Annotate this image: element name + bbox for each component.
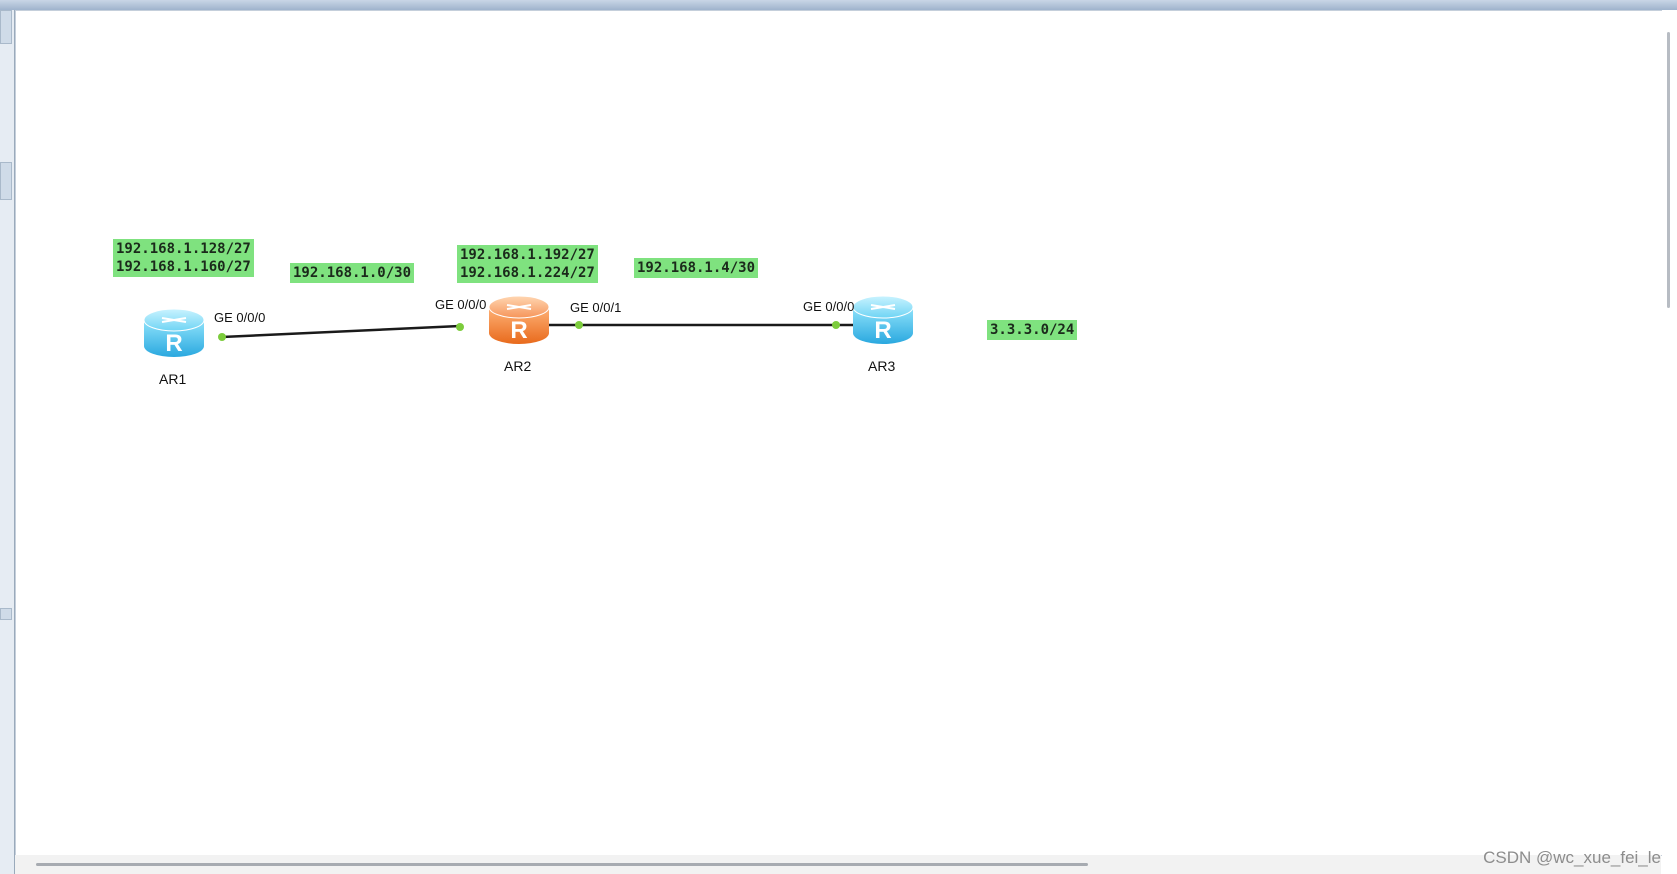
network-label-ar1-lan[interactable]: 192.168.1.128/27 192.168.1.160/27	[113, 239, 254, 277]
network-text: 192.168.1.0/30	[293, 265, 412, 281]
router-ar2[interactable]	[487, 293, 551, 349]
port-label-ar1-ge000: GE 0/0/0	[214, 310, 266, 325]
network-label-ar3-lan[interactable]: 3.3.3.0/24	[987, 320, 1078, 340]
router-ar1[interactable]	[142, 306, 206, 362]
network-label-ar2-ar3-link[interactable]: 192.168.1.4/30	[634, 258, 759, 278]
port-dot-ar2-ge000	[456, 323, 464, 331]
horizontal-scroll-thumb[interactable]	[36, 863, 1088, 866]
port-dot-ar1-ge000	[218, 333, 226, 341]
router-ar3[interactable]	[851, 293, 915, 349]
network-label-ar2-lan[interactable]: 192.168.1.192/27 192.168.1.224/27	[457, 245, 598, 283]
device-name-ar3: AR3	[868, 358, 896, 374]
vertical-scrollbar[interactable]	[1662, 10, 1677, 874]
device-name-ar1: AR1	[159, 371, 187, 387]
topology-canvas[interactable]	[15, 10, 1663, 856]
network-text: 3.3.3.0/24	[990, 322, 1075, 338]
watermark: CSDN @wc_xue_fei_le	[1483, 848, 1661, 867]
vertical-scroll-thumb[interactable]	[1667, 32, 1670, 308]
port-dot-ar3-ge000	[832, 321, 840, 329]
window-top-bar	[0, 0, 1677, 10]
port-dot-ar2-ge001	[575, 321, 583, 329]
network-text: 192.168.1.224/27	[460, 265, 595, 281]
network-text: 192.168.1.192/27	[460, 247, 595, 263]
device-name-ar2: AR2	[504, 358, 532, 374]
left-panel-edge	[0, 10, 15, 874]
router-icon: R	[488, 295, 550, 344]
network-label-ar1-ar2-link[interactable]: 192.168.1.0/30	[290, 263, 415, 283]
port-label-ar2-ge000: GE 0/0/0	[435, 297, 487, 312]
horizontal-scrollbar[interactable]	[15, 855, 1661, 874]
router-letter: R	[874, 317, 891, 344]
router-icon: R	[143, 308, 205, 357]
router-letter: R	[510, 317, 527, 344]
network-text: 192.168.1.160/27	[116, 259, 251, 275]
port-label-ar2-ge001: GE 0/0/1	[570, 300, 622, 315]
network-text: 192.168.1.128/27	[116, 241, 251, 257]
port-label-ar3-ge000: GE 0/0/0	[803, 299, 855, 314]
network-text: 192.168.1.4/30	[637, 260, 756, 276]
router-icon: R	[852, 295, 914, 344]
router-letter: R	[165, 330, 182, 357]
link-ar1-ar2	[221, 324, 461, 339]
